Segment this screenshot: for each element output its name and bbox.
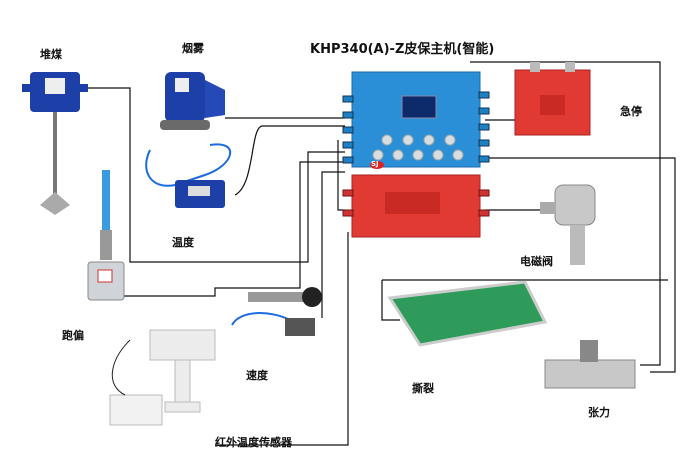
- host-red-unit: [342, 174, 490, 238]
- speed-sensor: [231, 287, 322, 336]
- label-infrared: 红外温度传感器: [215, 436, 292, 449]
- label-coal-pile: 堆煤: [40, 48, 62, 61]
- label-speed: 速度: [246, 369, 268, 382]
- wire-host-to-red: [337, 140, 345, 211]
- host-blue-unit: [342, 71, 490, 169]
- smoke-sensor: [160, 72, 225, 130]
- wire-deviation: [120, 161, 345, 297]
- host-badge: SJ: [371, 160, 379, 168]
- wire-temperature: [234, 125, 345, 196]
- emergency-stop: [514, 62, 591, 136]
- solenoid-valve: [540, 184, 596, 265]
- wire-tear-link: [381, 280, 400, 321]
- tear-sensor: [387, 280, 548, 347]
- wire-speed: [321, 171, 345, 318]
- host-title: KHP340(A)-Z皮保主机(智能): [310, 42, 495, 57]
- temperature-sensor: [145, 143, 231, 208]
- label-tension: 张力: [588, 406, 610, 419]
- label-temperature: 温度: [172, 236, 194, 249]
- label-deviation: 跑偏: [62, 329, 84, 342]
- wire-coal-pile: [88, 87, 345, 263]
- wiring: [88, 61, 676, 446]
- label-solenoid-valve: 电磁阀: [520, 255, 553, 268]
- wire-tear: [485, 157, 676, 373]
- infrared-sensor: [109, 329, 216, 426]
- deviation-sensor: [87, 170, 125, 301]
- coal-pile-sensor: [22, 72, 88, 215]
- label-emergency-stop: 急停: [620, 105, 642, 118]
- label-tear: 撕裂: [412, 382, 434, 395]
- label-smoke: 烟雾: [182, 42, 204, 55]
- tension-sensor: [544, 340, 636, 389]
- wire-infrared: [215, 232, 349, 446]
